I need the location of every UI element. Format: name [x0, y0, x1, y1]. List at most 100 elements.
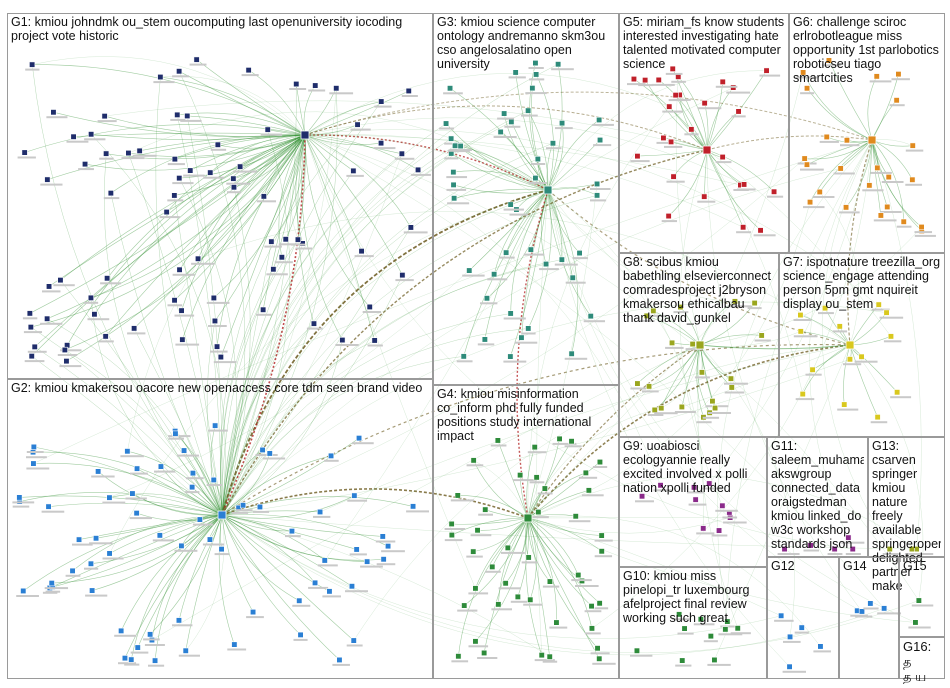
node-marker[interactable] [569, 274, 576, 281]
node[interactable] [552, 435, 577, 445]
node-marker[interactable] [634, 153, 641, 160]
node-marker[interactable] [598, 548, 605, 555]
node[interactable] [97, 113, 117, 123]
node-marker[interactable] [881, 605, 888, 612]
node[interactable] [777, 545, 800, 555]
node[interactable] [684, 126, 699, 136]
node-marker[interactable] [866, 182, 873, 189]
node-marker[interactable] [483, 295, 491, 302]
node[interactable] [905, 176, 923, 186]
node[interactable] [256, 193, 277, 203]
node-marker[interactable] [414, 166, 422, 173]
node-marker[interactable] [575, 571, 582, 579]
node-marker[interactable] [724, 618, 731, 625]
node[interactable] [78, 161, 94, 171]
node-marker[interactable] [134, 644, 141, 651]
node[interactable] [16, 587, 39, 597]
node-marker[interactable] [240, 502, 247, 509]
node-marker[interactable] [634, 380, 641, 387]
node-marker[interactable] [176, 175, 183, 182]
node[interactable] [854, 608, 873, 618]
node-marker[interactable] [689, 340, 696, 348]
node-marker[interactable] [104, 275, 111, 282]
node[interactable] [696, 525, 715, 535]
node-marker[interactable] [719, 502, 726, 509]
node[interactable] [803, 542, 820, 552]
node[interactable] [466, 457, 484, 467]
node-marker[interactable] [481, 649, 488, 657]
node-marker[interactable] [915, 597, 922, 604]
node-marker[interactable] [230, 175, 237, 182]
node-marker[interactable] [700, 525, 707, 532]
node[interactable] [127, 325, 146, 335]
node-marker[interactable] [532, 59, 539, 67]
node-marker[interactable] [582, 469, 589, 476]
node-marker[interactable] [715, 527, 723, 534]
node-marker[interactable] [102, 333, 109, 340]
node-marker[interactable] [529, 85, 536, 92]
node-marker[interactable] [405, 87, 412, 94]
node-marker[interactable] [588, 625, 596, 632]
node[interactable] [508, 69, 526, 79]
node[interactable] [737, 181, 756, 191]
node[interactable] [227, 641, 247, 651]
node-marker[interactable] [893, 97, 900, 104]
node[interactable] [908, 619, 931, 629]
node-marker[interactable] [407, 224, 414, 231]
node[interactable] [295, 240, 313, 250]
node[interactable] [803, 199, 825, 209]
node[interactable] [529, 474, 545, 484]
node-marker[interactable] [875, 301, 882, 308]
node[interactable] [674, 403, 696, 413]
node[interactable] [233, 163, 258, 173]
node[interactable] [833, 165, 855, 175]
node[interactable] [59, 358, 82, 368]
node-marker[interactable] [908, 545, 916, 553]
node[interactable] [84, 560, 99, 570]
node-marker[interactable] [288, 528, 296, 535]
node[interactable] [89, 535, 113, 545]
node[interactable] [668, 92, 688, 102]
node-marker[interactable] [576, 250, 583, 257]
node-marker[interactable] [798, 624, 805, 631]
node[interactable] [42, 283, 61, 293]
node[interactable] [578, 469, 598, 479]
node[interactable] [362, 303, 381, 313]
node[interactable] [720, 618, 738, 628]
node-marker[interactable] [106, 550, 113, 557]
node-marker[interactable] [841, 401, 848, 408]
node-marker[interactable] [531, 444, 538, 451]
node[interactable] [266, 266, 288, 276]
node-marker[interactable] [311, 579, 319, 586]
node[interactable] [554, 256, 578, 266]
node[interactable] [84, 131, 106, 141]
node[interactable] [627, 76, 646, 86]
node-marker[interactable] [512, 69, 519, 76]
node[interactable] [712, 527, 728, 537]
node-marker[interactable] [572, 513, 579, 520]
node[interactable] [840, 137, 860, 147]
node-marker[interactable] [803, 85, 811, 92]
node-marker[interactable] [107, 190, 114, 197]
node[interactable] [905, 142, 924, 152]
node-marker[interactable] [806, 199, 814, 206]
node-marker[interactable] [630, 76, 638, 83]
node-marker[interactable] [182, 647, 189, 654]
node-marker[interactable] [665, 213, 672, 220]
node[interactable] [882, 545, 899, 555]
node[interactable] [571, 571, 592, 582]
node[interactable] [630, 380, 651, 390]
node[interactable] [592, 600, 609, 610]
node[interactable] [845, 545, 861, 555]
node[interactable] [702, 480, 723, 490]
node[interactable] [528, 59, 544, 69]
node[interactable] [821, 57, 841, 67]
node-marker[interactable] [76, 536, 83, 543]
node-marker[interactable] [103, 150, 110, 157]
node[interactable] [308, 579, 329, 589]
node[interactable] [869, 73, 892, 83]
node-marker[interactable] [883, 309, 890, 316]
node[interactable] [450, 492, 474, 502]
node-marker[interactable] [697, 616, 704, 623]
node-marker[interactable] [448, 531, 455, 539]
